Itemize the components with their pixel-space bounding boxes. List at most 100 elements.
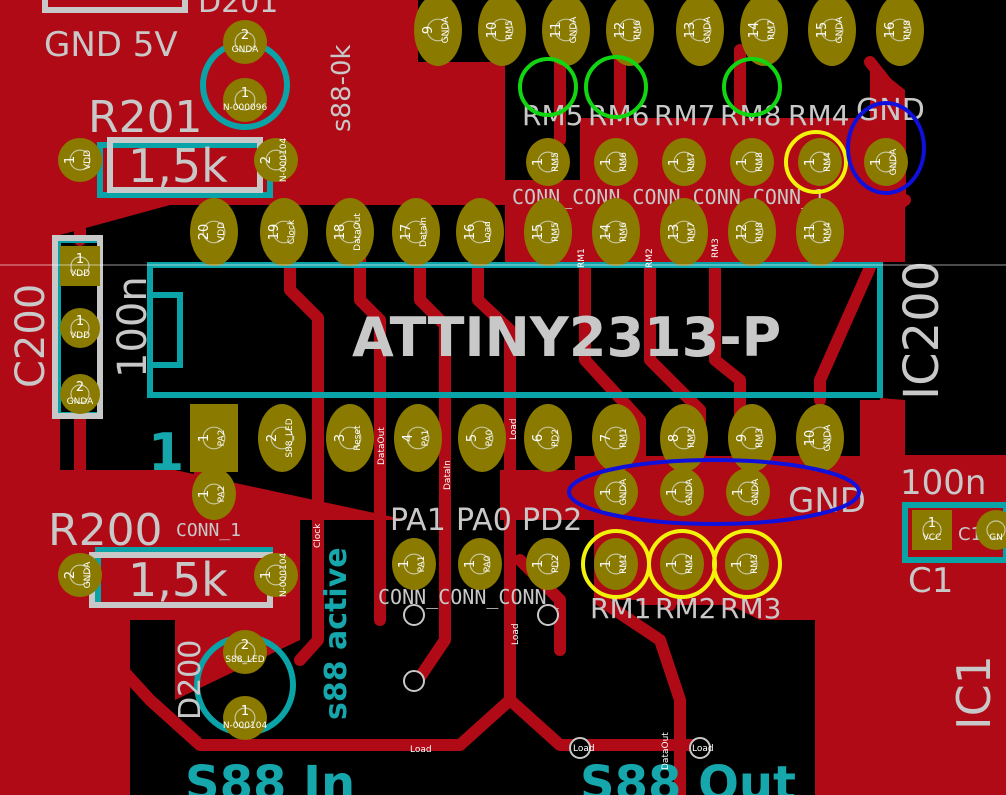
- pad-drill: [875, 151, 897, 173]
- pad-drill: [69, 149, 91, 171]
- pad-net-name: RM7: [687, 152, 697, 172]
- pad-copper: [660, 404, 708, 472]
- pad-drill: [672, 220, 696, 244]
- pad-net-name: RM1: [619, 554, 629, 574]
- pad-number: 5: [465, 434, 480, 442]
- via: [403, 604, 425, 626]
- c1-pad[interactable]: GN: [976, 510, 1006, 550]
- pad-number: 10: [485, 22, 500, 39]
- pad-drill: [740, 426, 764, 450]
- pad-copper: [730, 138, 774, 186]
- pad-drill: [671, 553, 693, 575]
- pad-copper: [60, 374, 100, 414]
- pad-drill: [404, 220, 428, 244]
- pad-number: 7: [599, 434, 614, 442]
- r201-ref: R201: [88, 92, 203, 143]
- pad-drill: [537, 553, 559, 575]
- pad-drill: [740, 220, 764, 244]
- pad-drill: [338, 426, 362, 450]
- pad-copper: [660, 538, 704, 590]
- via-label: Load: [692, 744, 714, 754]
- pad-drill: [272, 220, 296, 244]
- d201-pad[interactable]: 1N-000096: [223, 78, 268, 122]
- pad-net-name: RM4: [823, 152, 833, 172]
- pad-copper: [223, 20, 267, 64]
- blue-highlight-gnd-row: [567, 458, 861, 526]
- trace-label-dataout: DataOut: [377, 427, 387, 465]
- pad-net-name: PA1: [417, 556, 427, 573]
- pad-drill: [820, 18, 844, 42]
- pad-drill: [737, 481, 759, 503]
- pad-copper: [223, 78, 267, 122]
- pad-number: 3: [333, 434, 348, 442]
- conn-row-top: CONN_CONN_CONN_CONN_CONN_1: [512, 185, 825, 209]
- pad-number: 1: [730, 560, 745, 568]
- pad-net-name: Clock: [287, 219, 297, 244]
- pad-number: 2: [265, 434, 280, 442]
- pad-drill: [403, 553, 425, 575]
- pad-number: 4: [401, 434, 416, 442]
- d200-pad[interactable]: 1N-000104: [223, 696, 268, 740]
- pad-net-name: VDD: [70, 331, 90, 341]
- pad-net-name: VCC: [923, 533, 942, 543]
- pad-net-name: RM6: [619, 152, 629, 172]
- pad-copper: [192, 468, 236, 520]
- pad-net-name: RM6: [619, 222, 629, 242]
